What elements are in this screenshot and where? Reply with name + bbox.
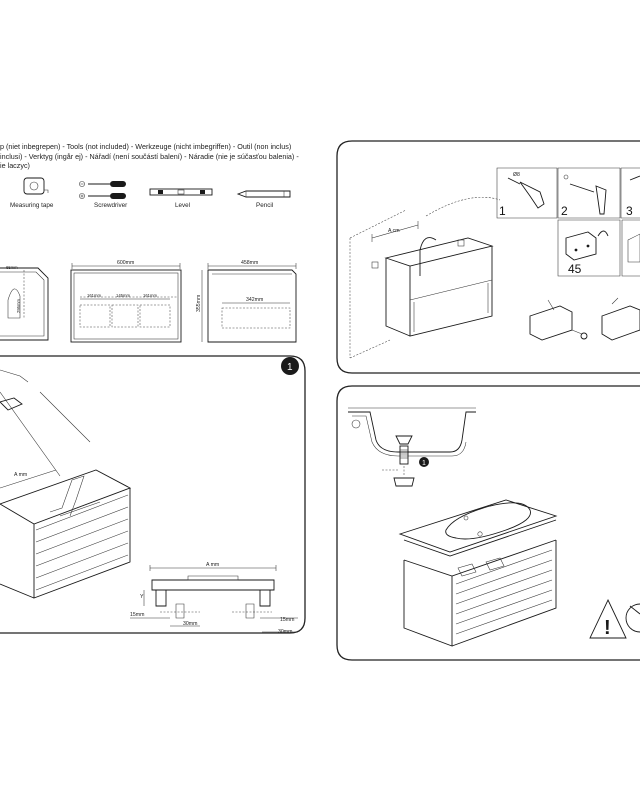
- step-box-1: 1 Ø8: [496, 167, 558, 219]
- bracket-icon: [565, 230, 609, 261]
- bottom-right-cabinet: [403, 539, 557, 647]
- basin-cross-section: [348, 407, 476, 457]
- dim-a-cm: A cm: [388, 228, 400, 234]
- hanging-bracket-right: [601, 297, 640, 341]
- dim-height: 355mm: [196, 295, 202, 312]
- tools-note: p (niet inbegrepen) - Tools (not include…: [0, 142, 312, 171]
- tool-label-level: Level: [175, 202, 190, 209]
- dim-inner-left: 161mm: [87, 293, 101, 298]
- step1-cabinet: [0, 469, 132, 599]
- tools-note-line-1: p (niet inbegrepen) - Tools (not include…: [0, 142, 292, 151]
- pencil-icon: [236, 190, 291, 198]
- tools-note-line-3: ie laczyc): [0, 161, 30, 170]
- dim-inner-mid: 145mm: [116, 293, 130, 298]
- dim-left-a: 295mm: [16, 299, 21, 313]
- drill-size: Ø8: [513, 172, 520, 178]
- panel-top-right: A cm 1 Ø8 2: [336, 140, 640, 374]
- hammer-icon: [563, 174, 607, 215]
- step1-y-label: Y: [140, 594, 144, 600]
- level-icon: [149, 188, 213, 196]
- dimension-side-view: 458mm 355mm 342mm: [196, 260, 297, 343]
- dim-inner-right: 161mm: [143, 293, 157, 298]
- dimension-side-view-left: 295mm 65mm: [0, 265, 49, 341]
- step1-right-offset: 15mm: [280, 617, 294, 623]
- step1-bracket-detail: A mm Y 15mm 30mm 15mm 30mm: [130, 562, 298, 635]
- warning-mark: !: [604, 617, 611, 639]
- drain-assembly: [382, 435, 415, 487]
- step-number-1: 1: [499, 204, 506, 218]
- screwdriver-icon: [79, 181, 126, 199]
- tool-label-measuring-tape: Measuring tape: [10, 202, 54, 209]
- dim-side-inner: 342mm: [246, 297, 263, 303]
- cabinet-outline: [371, 237, 494, 337]
- dim-depth: 458mm: [241, 260, 258, 266]
- drill-icon: [507, 177, 545, 209]
- step-box-45: 45: [557, 219, 621, 277]
- tools-row: Measuring tape Screwdriver Level: [10, 177, 291, 209]
- step1-width-label: A mm: [14, 472, 27, 478]
- dim-front-width: 600mm: [117, 260, 134, 266]
- step1-left-width: 30mm: [183, 621, 197, 627]
- dimension-front-view: 600mm 161mm 145mm 161mm: [70, 260, 182, 343]
- tool-label-pencil: Pencil: [256, 202, 273, 209]
- warning-icon: !: [589, 598, 627, 639]
- step-number-45: 45: [568, 262, 582, 276]
- tool-label-screwdriver: Screwdriver: [94, 202, 127, 209]
- tools-note-line-2: inclusi) - Verktyg (ingår ej) - Nářadí (…: [0, 151, 299, 161]
- step1-bracket-width: A mm: [206, 562, 219, 568]
- step-number-2: 2: [561, 204, 568, 218]
- step-box-2: 2: [557, 167, 621, 219]
- dim-left-b: 65mm: [6, 265, 18, 270]
- no-tool-icon: [625, 603, 640, 633]
- panel-step-1: 1 A mm A mm: [0, 355, 306, 635]
- step1-left-offset: 15mm: [130, 612, 144, 618]
- callout-badge: [419, 457, 429, 467]
- panel-bottom-right: 1 !: [336, 385, 640, 661]
- step1-right-width: 30mm: [278, 629, 292, 635]
- step-box-3: 3: [620, 167, 640, 219]
- dimension-drawings: 295mm 65mm 600mm 161mm 145mm 161mm 458mm: [0, 260, 297, 343]
- hanging-bracket-left: [529, 299, 588, 341]
- step-badge: [281, 357, 299, 375]
- step-number-3: 3: [626, 204, 633, 218]
- step-badge-number: 1: [287, 362, 293, 373]
- callout-number: 1: [422, 460, 426, 467]
- basin-top: [398, 499, 558, 557]
- measuring-tape-icon: [23, 177, 49, 195]
